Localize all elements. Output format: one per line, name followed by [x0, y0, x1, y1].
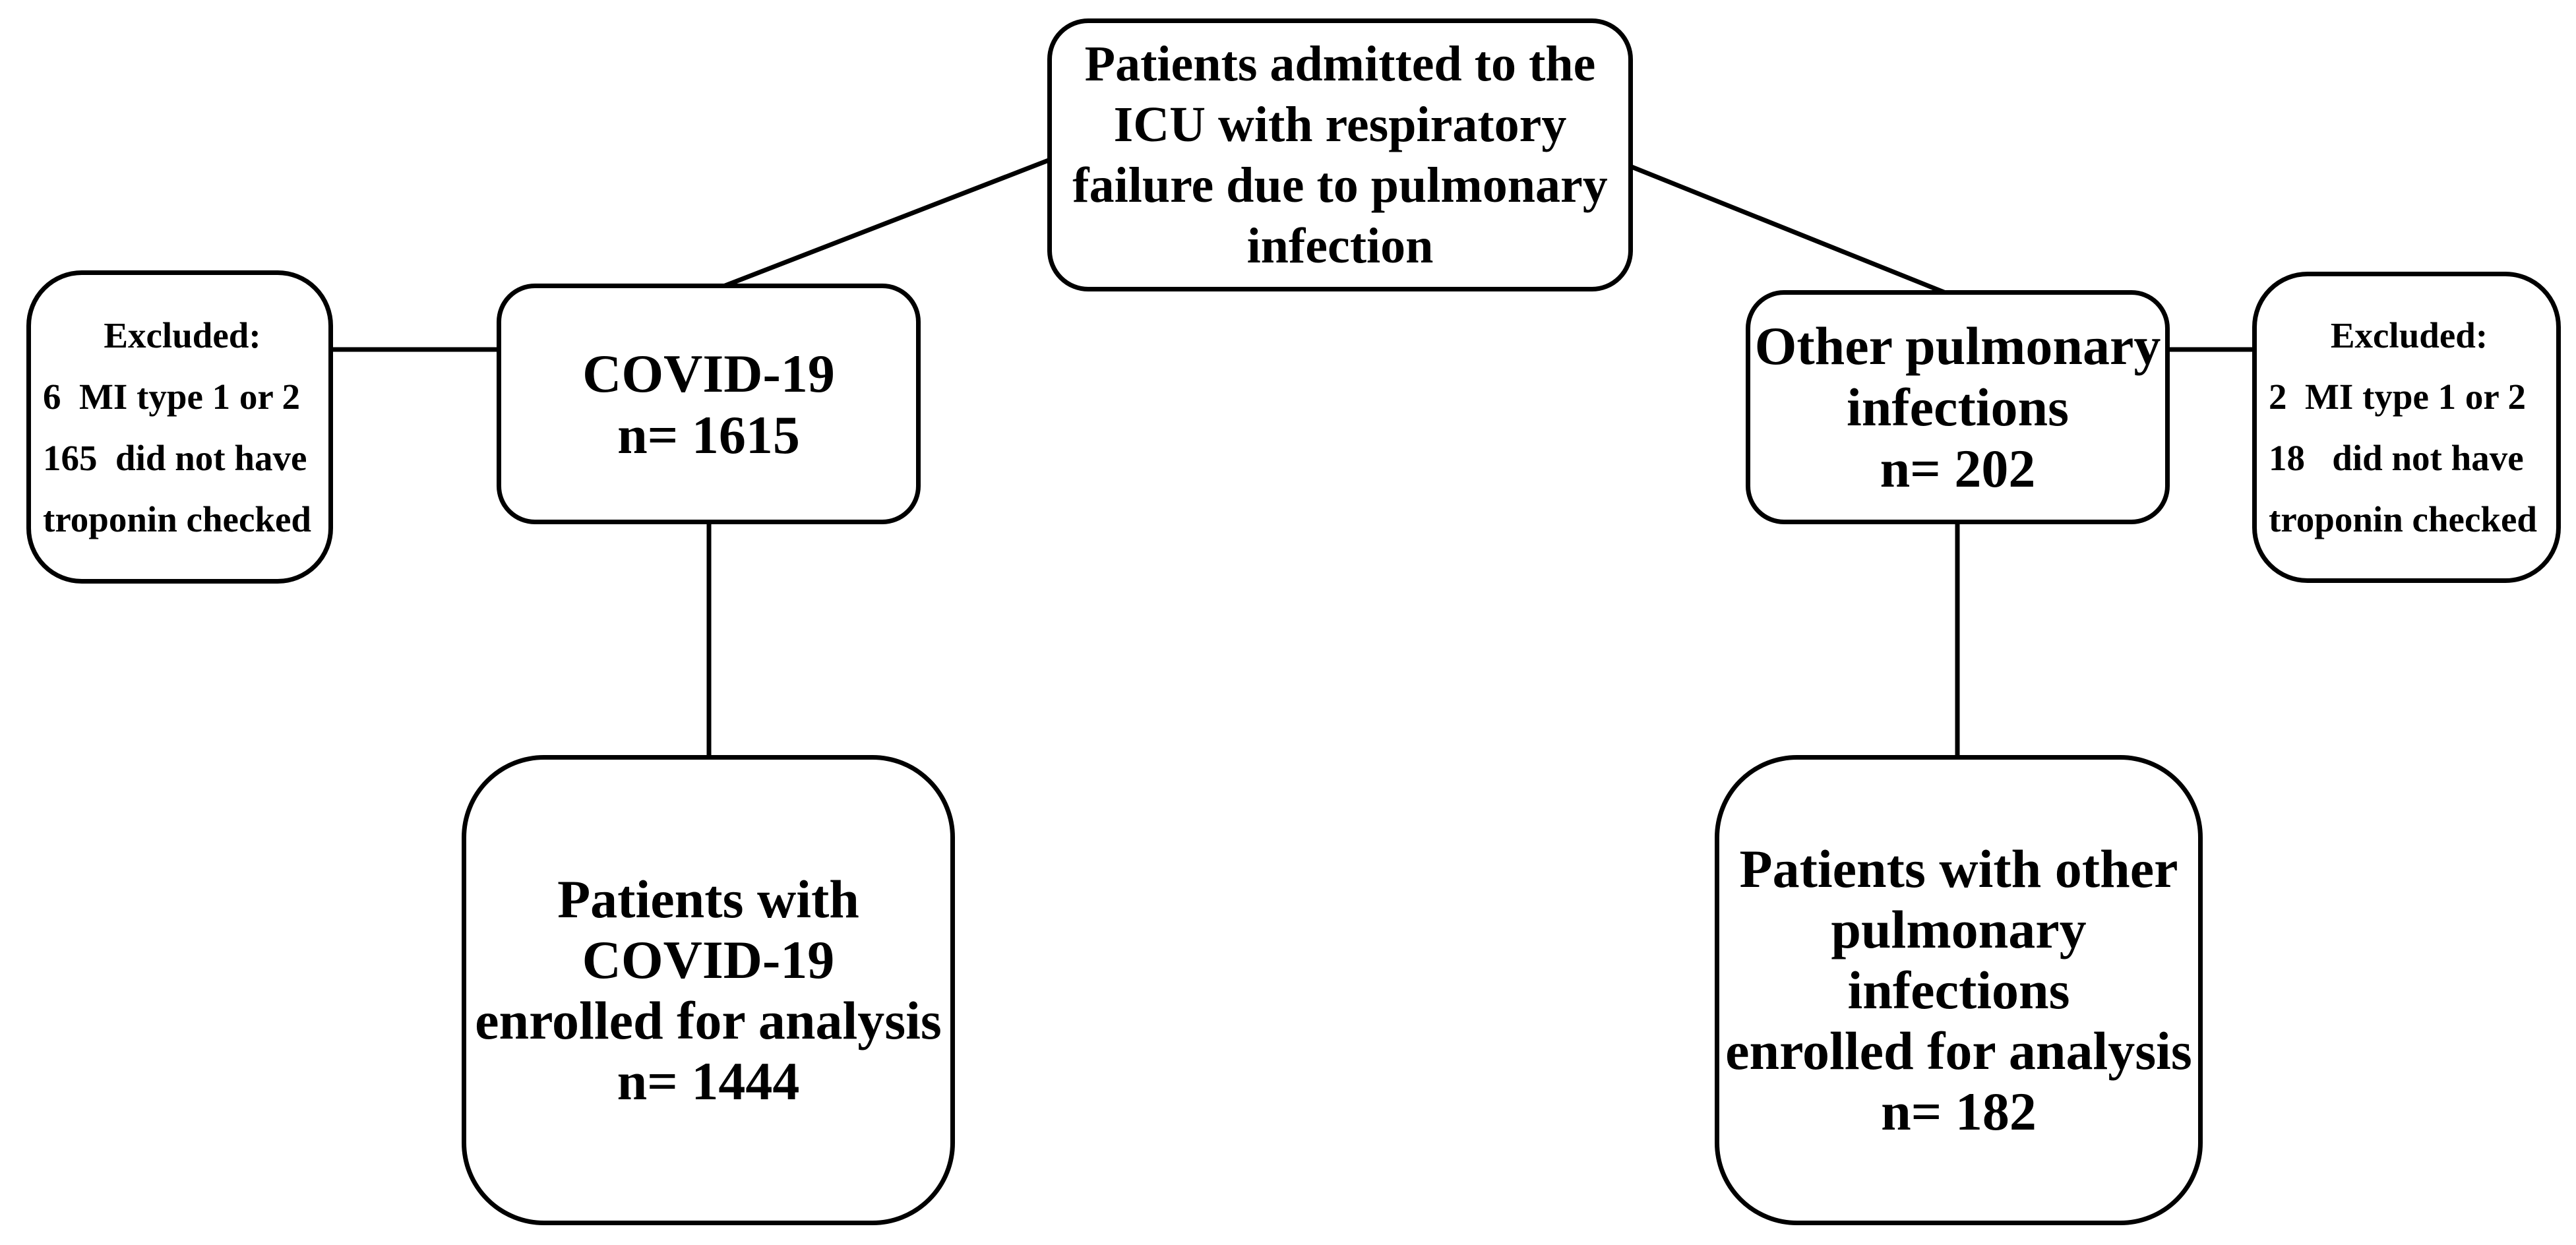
node-covid: COVID-19 n= 1615 [497, 284, 921, 524]
node-covid-label: COVID-19 n= 1615 [582, 343, 835, 465]
connector-root-to-other [1630, 164, 1950, 297]
excluded-covid-line: 165 did not have [43, 437, 307, 478]
excluded-covid-line: 6 MI type 1 or 2 [43, 376, 301, 417]
connector-root-to-covid [719, 158, 1050, 290]
node-enrolled-covid-label: Patients with COVID-19 enrolled for anal… [475, 868, 942, 1111]
excluded-other-line: 2 MI type 1 or 2 [2269, 377, 2527, 417]
excluded-covid-line: troponin checked [43, 499, 311, 539]
node-enrolled-covid: Patients with COVID-19 enrolled for anal… [462, 755, 955, 1225]
node-enrolled-other: Patients with other pulmonary infections… [1715, 755, 2203, 1225]
node-excluded-other: Excluded: 2 MI type 1 or 2 18 did not ha… [2252, 272, 2561, 583]
excluded-covid-heading: Excluded: [104, 315, 261, 355]
node-other-infections: Other pulmonary infections n= 202 [1746, 290, 2170, 524]
excluded-other-line: 18 did not have [2269, 438, 2524, 478]
node-enrolled-other-label: Patients with other pulmonary infections… [1725, 838, 2192, 1141]
excluded-other-line: troponin checked [2269, 499, 2537, 539]
excluded-other-heading: Excluded: [2330, 315, 2488, 355]
node-excluded-covid: Excluded: 6 MI type 1 or 2 165 did not h… [26, 270, 333, 584]
node-icu-admissions-label: Patients admitted to the ICU with respir… [1072, 36, 1608, 274]
node-other-infections-label: Other pulmonary infections n= 202 [1754, 316, 2161, 499]
node-icu-admissions: Patients admitted to the ICU with respir… [1047, 18, 1633, 291]
